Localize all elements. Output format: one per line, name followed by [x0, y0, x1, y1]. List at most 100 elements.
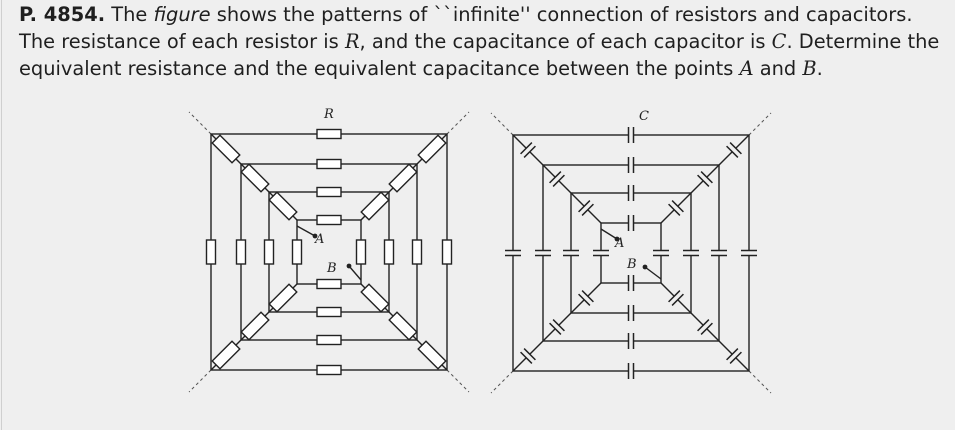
diagonal-resistor — [268, 283, 298, 313]
capacitor-plate — [671, 293, 684, 306]
bottom-capacitor — [627, 275, 635, 291]
symbol-b: B — [802, 57, 817, 80]
capacitor-plate — [581, 290, 594, 303]
capacitor-plate — [520, 351, 533, 364]
diagonal-capacitor — [726, 348, 742, 364]
diagonal-resistor — [417, 134, 447, 164]
diagonal-capacitor — [578, 290, 594, 306]
capacitor-plate — [552, 319, 565, 332]
right-resistor — [383, 239, 395, 265]
diagonal-resistor — [240, 311, 270, 341]
capacitor-plate — [578, 200, 591, 213]
bottom-capacitor — [627, 363, 635, 379]
diagonal-capacitor — [549, 319, 565, 335]
infinite-extension — [188, 369, 212, 393]
capacitor-gap — [582, 204, 590, 212]
infinite-extension — [446, 369, 470, 393]
capacitor-plate — [671, 200, 684, 213]
symbol-c: C — [771, 30, 787, 53]
top-resistor — [316, 158, 342, 170]
top-capacitor — [627, 127, 635, 143]
diagonal-capacitor — [697, 171, 713, 187]
top-resistor — [316, 186, 342, 198]
capacitor-gap — [582, 294, 590, 302]
point-b-label-left: B — [326, 261, 337, 276]
infinite-extension — [446, 111, 470, 135]
capacitor-gap — [524, 352, 532, 360]
diagonal-capacitor — [668, 200, 684, 216]
left-resistor — [205, 239, 217, 265]
top-capacitor — [627, 185, 635, 201]
capacitor-plate — [729, 351, 742, 364]
capacitor-plate — [552, 174, 565, 187]
point-a-left — [312, 233, 318, 239]
lead-a — [600, 228, 618, 240]
top-resistor — [316, 128, 342, 140]
point-a-right — [614, 236, 620, 242]
diagonal-resistor — [240, 163, 270, 193]
diagonal-capacitor — [549, 171, 565, 187]
point-b-left — [346, 263, 352, 269]
problem-text-2: shows the patterns of ``infinite'' conne… — [19, 3, 913, 53]
capacitor-plate — [523, 145, 536, 158]
diagonal-resistor — [360, 283, 390, 313]
problem-text-5: and — [753, 57, 803, 80]
lead-a — [296, 225, 316, 237]
problem-number: P. 4854. — [19, 3, 106, 26]
point-a-label-right: A — [614, 236, 624, 251]
capacitor-plate — [726, 348, 739, 361]
bottom-resistor — [316, 364, 342, 376]
capacitor-label: C — [639, 109, 649, 124]
infinite-extension — [748, 370, 772, 394]
capacitor-gap — [730, 146, 738, 154]
problem-statement: P. 4854. The figure shows the patterns o… — [19, 1, 944, 82]
left-resistor — [235, 239, 247, 265]
point-b-label-right: B — [626, 257, 637, 272]
capacitor-ring-3 — [600, 222, 662, 284]
resistor-label: R — [323, 107, 334, 122]
capacitor-plate — [549, 171, 562, 184]
left-capacitor — [593, 249, 609, 257]
diagonal-resistor — [388, 163, 418, 193]
capacitor-gap — [730, 352, 738, 360]
problem-text-1: The — [105, 3, 154, 26]
resistor-network — [188, 111, 470, 393]
capacitor-gap — [672, 204, 680, 212]
capacitor-plate — [697, 319, 710, 332]
capacitor-gap — [672, 294, 680, 302]
left-capacitor — [535, 249, 551, 257]
left-resistor — [291, 239, 303, 265]
diagonal-capacitor — [726, 142, 742, 158]
top-resistor — [316, 214, 342, 226]
capacitor-plate — [523, 348, 536, 361]
diagonal-resistor — [268, 191, 298, 221]
diagonal-resistor — [388, 311, 418, 341]
bottom-capacitor — [627, 333, 635, 349]
bottom-capacitor — [627, 305, 635, 321]
lead-b — [348, 265, 362, 281]
right-capacitor — [653, 249, 669, 257]
capacitor-plate — [581, 203, 594, 216]
point-b-right — [642, 264, 648, 270]
figures-area: R A B C A B — [0, 100, 955, 400]
diagonal-capacitor — [578, 200, 594, 216]
right-resistor — [411, 239, 423, 265]
capacitor-plate — [668, 290, 681, 303]
lead-b — [644, 266, 662, 280]
capacitor-plate — [726, 145, 739, 158]
diagonal-resistor — [211, 340, 241, 370]
capacitor-network — [490, 112, 772, 394]
infinite-extension — [188, 111, 212, 135]
right-capacitor — [741, 249, 757, 257]
left-capacitor — [505, 249, 521, 257]
problem-text-4: . Determine the equivalent resistance an… — [19, 30, 940, 80]
infinite-extension — [490, 370, 514, 394]
capacitor-plate — [729, 142, 742, 155]
diagonal-capacitor — [520, 142, 536, 158]
bottom-resistor — [316, 278, 342, 290]
left-capacitor — [563, 249, 579, 257]
infinite-extension — [490, 112, 514, 136]
diagonal-resistor — [360, 191, 390, 221]
capacitor-plate — [700, 322, 713, 335]
top-capacitor — [627, 157, 635, 173]
